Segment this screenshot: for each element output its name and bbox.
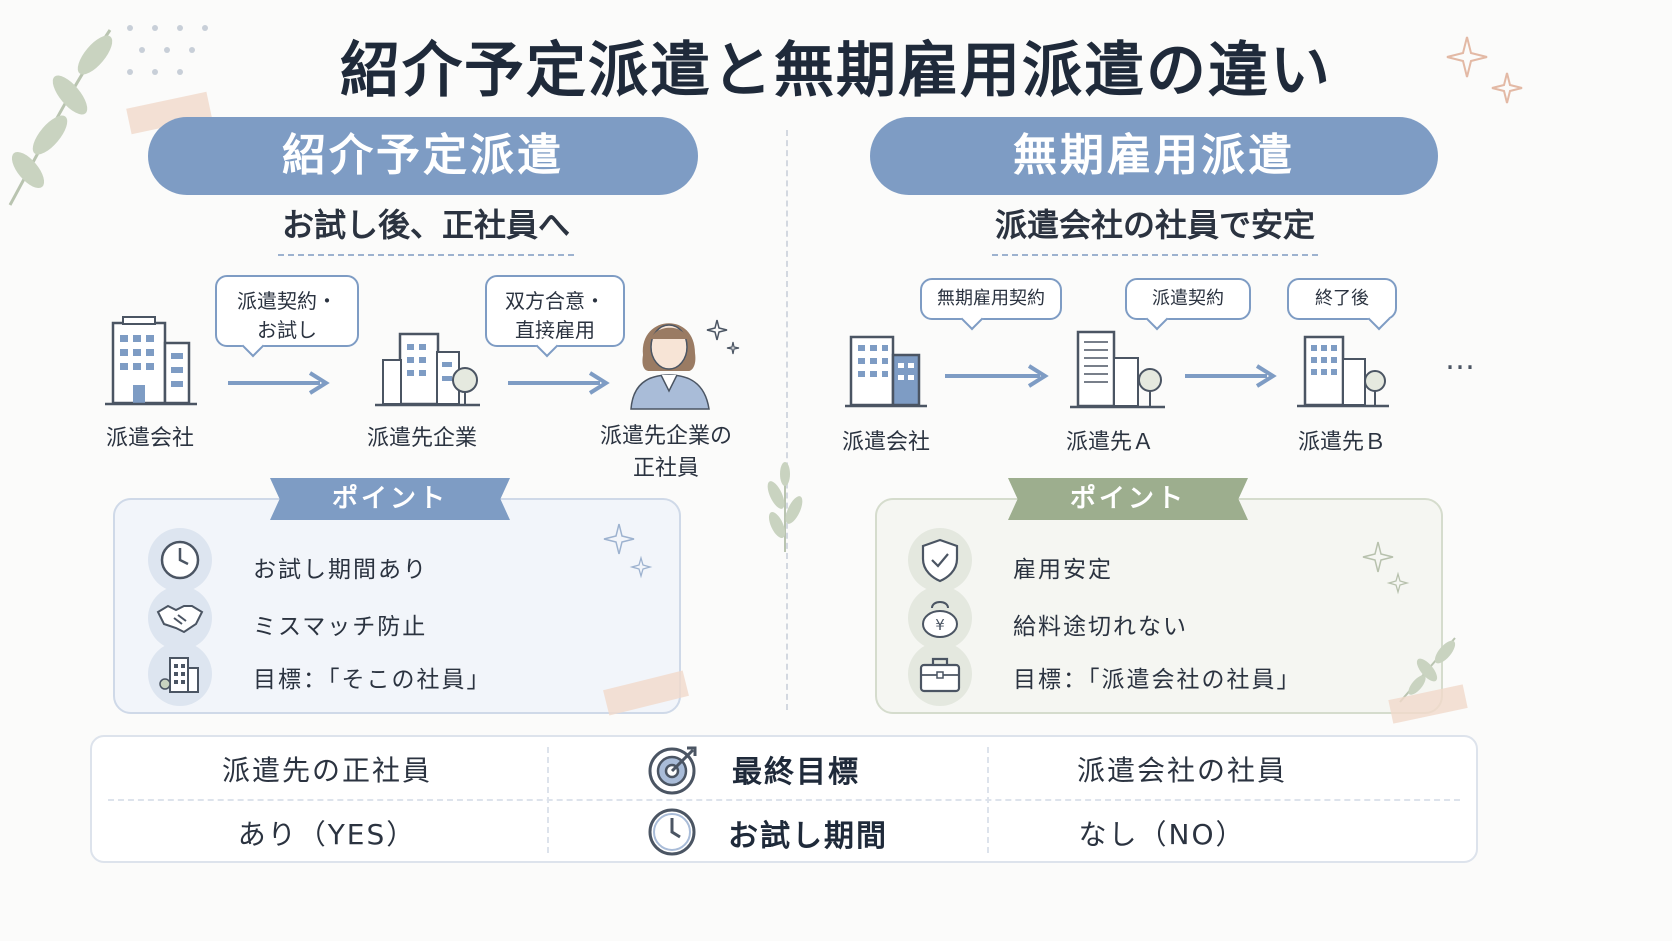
right-node-client-b: 派遣先Ｂ — [1297, 430, 1386, 455]
right-bubble-permanent: 無期雇用契約 — [920, 278, 1062, 331]
leaf-center-icon — [767, 462, 803, 552]
right-arrow-1 — [945, 374, 1040, 378]
right-point-1-icon-wrap — [908, 528, 972, 592]
left-point-3-icon-wrap — [148, 642, 212, 706]
right-subtitle: 派遣会社の社員で安定 — [992, 200, 1318, 256]
employee-person-icon — [630, 323, 710, 410]
row-trial-center: お試し期間 — [728, 819, 888, 854]
sparkle-icon — [706, 319, 740, 355]
right-bubble-contract: 派遣契約 — [1125, 278, 1251, 331]
left-node-client: 派遣先企業 — [366, 426, 477, 451]
left-point-1-icon-wrap — [148, 528, 212, 592]
building-icon — [159, 657, 199, 693]
arrow-head-icon — [1255, 364, 1277, 388]
right-point-2: 給料途切れない — [1013, 614, 1188, 640]
briefcase-icon — [919, 657, 961, 693]
left-bubble-hire: 双方合意・ 直接雇用 — [485, 275, 625, 358]
more-ellipsis: … — [1445, 342, 1475, 377]
left-node-employee: 派遣先企業の 正社員 — [599, 424, 732, 481]
row-goal-right: 派遣会社の社員 — [1076, 754, 1287, 787]
arrow-head-icon — [308, 371, 330, 395]
left-subtitle: お試し後、正社員へ — [278, 200, 574, 256]
right-point-2-icon-wrap: ¥ — [908, 586, 972, 650]
right-node-client-a: 派遣先Ａ — [1065, 430, 1154, 455]
sparkle-icon — [1446, 36, 1523, 104]
clock-icon — [160, 540, 200, 580]
handshake-icon — [156, 604, 204, 634]
left-bubble-contract: 派遣契約・ お試し — [215, 275, 359, 358]
right-points-ribbon: ポイント — [1008, 478, 1248, 520]
right-point-1: 雇用安定 — [1013, 557, 1113, 583]
clock-icon — [648, 808, 696, 856]
left-arrow-2 — [508, 381, 600, 385]
right-bubble-after: 終了後 — [1287, 278, 1397, 331]
center-divider — [786, 130, 788, 710]
row-goal-left: 派遣先の正社員 — [221, 754, 432, 787]
left-node-agency: 派遣会社 — [105, 426, 194, 451]
left-point-3: 目標：「そこの社員」 — [253, 667, 492, 693]
row-goal-center: 最終目標 — [732, 755, 860, 790]
left-points-ribbon: ポイント — [270, 478, 510, 520]
row-trial-right: なし（NO） — [1078, 818, 1246, 851]
dots-decoration-icon — [127, 25, 208, 75]
left-point-2-icon-wrap — [148, 586, 212, 650]
sparkle-icon — [1362, 541, 1410, 595]
shield-icon — [921, 538, 959, 583]
left-point-1: お試し期間あり — [253, 557, 428, 583]
client-b-building-icon — [1297, 335, 1389, 408]
agency-building-icon — [845, 335, 927, 408]
svg-text:¥: ¥ — [935, 616, 945, 634]
arrow-head-icon — [1027, 364, 1049, 388]
right-point-3: 目標：「派遣会社の社員」 — [1013, 667, 1302, 693]
row-trial-left: あり（YES） — [237, 818, 417, 851]
target-icon — [648, 746, 697, 795]
left-point-2: ミスマッチ防止 — [253, 614, 428, 640]
left-heading: 紹介予定派遣 — [148, 117, 698, 195]
right-heading: 無期雇用派遣 — [870, 117, 1438, 195]
page-title: 紹介予定派遣と無期雇用派遣の違い — [340, 36, 1332, 106]
right-node-agency: 派遣会社 — [841, 430, 930, 455]
left-arrow-1 — [228, 381, 320, 385]
sparkle-icon — [603, 523, 653, 579]
agency-building-icon — [105, 316, 197, 406]
client-company-icon — [375, 332, 480, 407]
wallet-icon: ¥ — [922, 601, 958, 638]
right-point-3-icon-wrap — [908, 642, 972, 706]
right-arrow-2 — [1185, 374, 1267, 378]
arrow-head-icon — [588, 371, 610, 395]
leaf-decoration-icon — [8, 29, 113, 206]
client-a-building-icon — [1070, 330, 1165, 409]
comparison-table: 派遣先の正社員 最終目標 派遣会社の社員 あり（YES） お試し期間 なし（NO… — [90, 735, 1478, 863]
table-row-divider — [108, 799, 1460, 801]
